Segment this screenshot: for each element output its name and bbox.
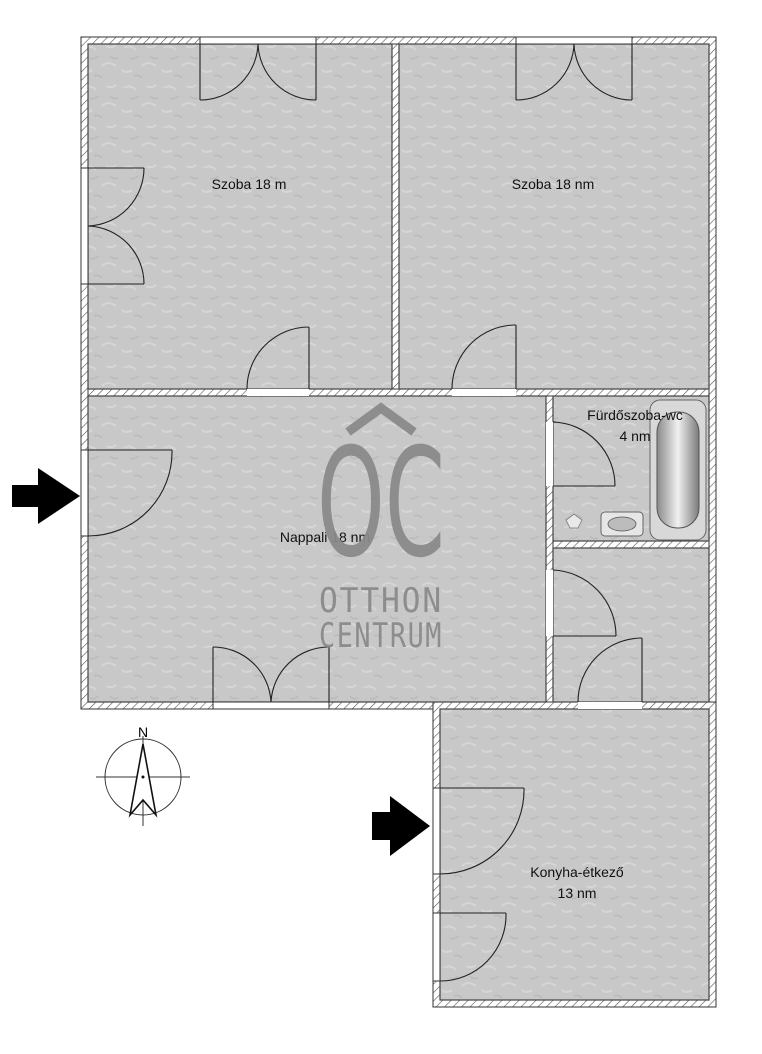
bathtub-icon <box>649 399 707 541</box>
bathroom-fixtures <box>565 399 707 541</box>
toilet-icon <box>565 513 583 529</box>
entrance-arrows <box>12 468 430 856</box>
partition-bath-hall <box>552 540 710 549</box>
window-bedroom-2-top <box>515 36 633 45</box>
label-bathroom-line2: 4 nm <box>619 428 650 444</box>
compass-north-label: N <box>138 724 148 740</box>
sash-bedroom-1-top <box>199 43 317 101</box>
door-hallway-left <box>546 569 617 637</box>
label-bedroom-2: Szoba 18 nm <box>512 176 595 192</box>
door-kitchen-entrance <box>432 787 525 875</box>
room-labels: Szoba 18 m Szoba 18 nm Fürdőszoba-wc 4 n… <box>212 176 683 901</box>
door-hallway-kitchen <box>577 637 643 709</box>
sash-bedroom-1-left <box>87 167 145 285</box>
door-bathroom <box>546 421 616 487</box>
room-bedroom-1 <box>87 43 393 390</box>
right-arrow-icon <box>372 796 430 856</box>
window-bedroom-1-top <box>199 36 317 45</box>
label-bathroom-line1: Fürdőszoba-wc <box>587 407 683 423</box>
compass-icon: N <box>96 724 190 826</box>
watermark-line1: OTTHON <box>319 581 443 621</box>
partition-horizontal <box>87 388 710 397</box>
room-bedroom-2 <box>398 43 710 390</box>
window-bedroom-1-left <box>80 167 89 285</box>
watermark-logo: OC <box>317 417 445 591</box>
right-arrow-icon <box>12 468 80 524</box>
sink-icon <box>600 511 644 537</box>
room-hallway <box>552 547 710 703</box>
sash-living-bottom <box>212 646 330 703</box>
room-living <box>87 395 547 703</box>
watermark-roof-icon <box>345 402 417 436</box>
label-living: Nappali 18 nm <box>280 529 370 545</box>
label-kitchen-line2: 13 nm <box>558 885 597 901</box>
watermark-line2: CENTRUM <box>319 616 443 656</box>
label-kitchen-line1: Konyha-étkező <box>530 864 624 880</box>
door-living-entrance <box>80 449 173 537</box>
watermark: OC OTTHON CENTRUM <box>317 402 445 656</box>
doors <box>80 43 643 982</box>
label-bedroom-1: Szoba 18 m <box>212 176 287 192</box>
partition-bedrooms <box>391 43 400 391</box>
sash-kitchen-left <box>432 912 507 982</box>
rooms <box>87 43 710 1001</box>
door-bedroom-1 <box>246 326 310 396</box>
door-bedroom-2 <box>451 324 517 396</box>
sash-bedroom-2-top <box>515 43 633 101</box>
window-living-bottom <box>212 701 330 710</box>
room-kitchen <box>439 708 710 1001</box>
